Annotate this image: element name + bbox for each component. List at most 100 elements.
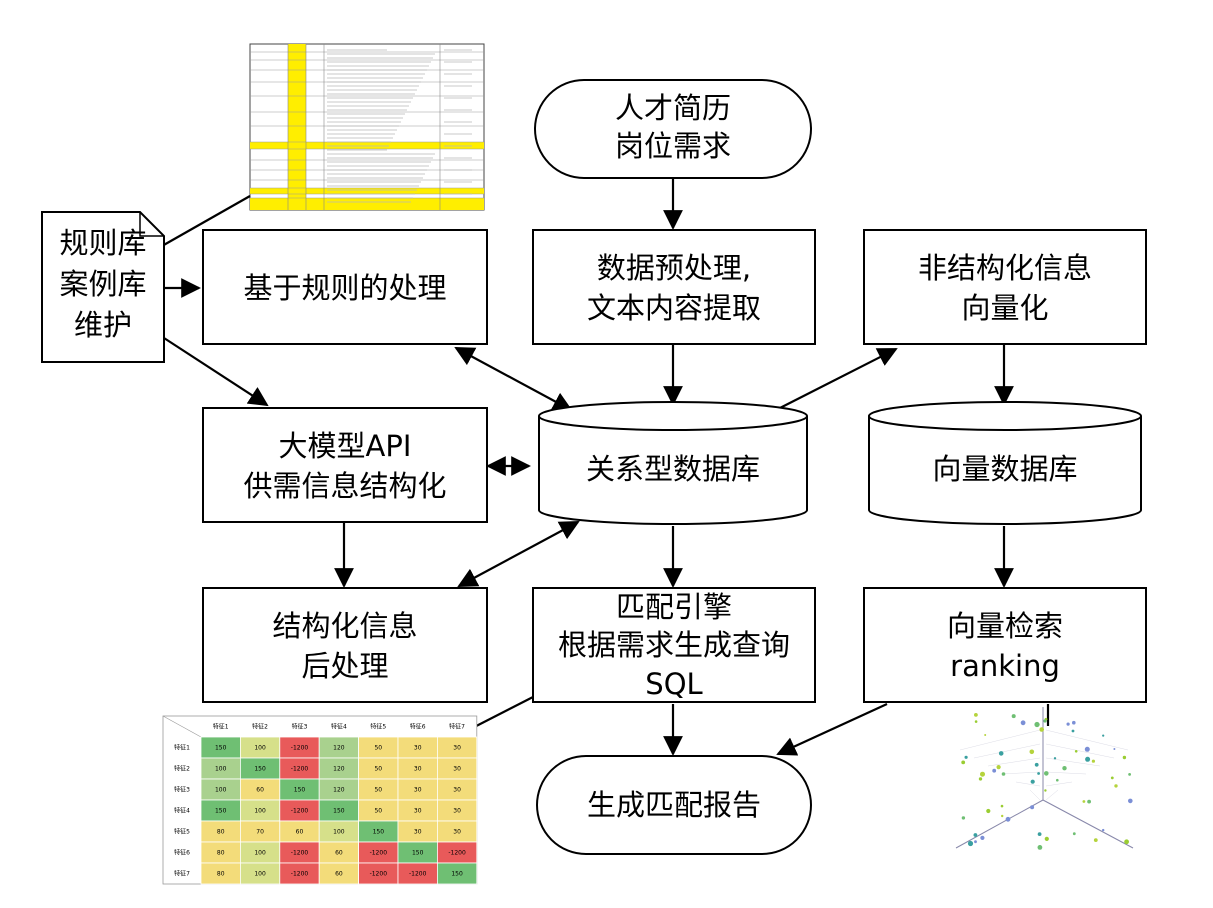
heatmap-cell-value: 150 <box>412 850 424 857</box>
scatter-point <box>1110 776 1114 780</box>
scatter-point <box>1037 845 1043 850</box>
scatter-point <box>1043 719 1047 723</box>
scatter-point <box>1128 798 1133 804</box>
heatmap-col-header: 特征5 <box>370 723 386 731</box>
scatter-point <box>1030 805 1035 810</box>
heatmap-cell-value: -1200 <box>291 850 309 857</box>
matching-engine-box: 匹配引擎 根据需求生成查询 SQL <box>532 587 816 703</box>
scatter-point <box>1011 714 1016 719</box>
rule-based-processing-box: 基于规则的处理 <box>202 229 488 345</box>
scatter-point <box>961 760 966 765</box>
scatter-point <box>1128 773 1131 776</box>
heatmap-cell-value: 80 <box>217 871 225 878</box>
post-processing-box: 结构化信息 后处理 <box>202 587 488 703</box>
heatmap-col-header: 特征4 <box>331 723 347 731</box>
scatter-point <box>1072 720 1076 725</box>
scatter-point <box>1056 778 1059 782</box>
heatmap-col-header: 特征6 <box>410 723 426 731</box>
scatter-point <box>1114 784 1118 788</box>
heatmap-cell-value: 80 <box>217 829 225 836</box>
scatter-point <box>1093 838 1098 842</box>
scatter-point <box>974 840 977 844</box>
heatmap-cell-value: 60 <box>256 787 264 794</box>
match-line-3: SQL <box>645 667 702 701</box>
scatter-point <box>1122 755 1127 760</box>
vector-search-box: 向量检索 ranking <box>863 587 1147 703</box>
heatmap-cell-value: 100 <box>333 829 345 836</box>
heatmap-cell-value: -1200 <box>448 850 466 857</box>
heatmap-cell-value: 30 <box>414 829 422 836</box>
heatmap-cell-value: 150 <box>254 766 266 773</box>
match-line-2: 根据需求生成查询 <box>558 628 790 662</box>
data-preprocessing-box: 数据预处理, 文本内容提取 <box>532 229 816 345</box>
scatter-point <box>1071 729 1075 733</box>
scatter-point <box>980 771 985 777</box>
heatmap-cell-value: 150 <box>451 871 463 878</box>
rule-processing-label: 基于规则的处理 <box>243 271 446 305</box>
scatter-point <box>974 713 978 717</box>
heatmap-cell-value: 100 <box>254 871 266 878</box>
rule-lib-line-2: 案例库 <box>59 267 146 301</box>
heatmap-cell-value: 30 <box>414 745 422 752</box>
heatmap-col-header: 特征1 <box>213 723 229 731</box>
scatter-point <box>1037 772 1040 775</box>
vector-db-label: 向量数据库 <box>932 452 1077 486</box>
connectors <box>161 178 1050 756</box>
scatter-point <box>1039 727 1044 732</box>
scatter-point <box>1044 836 1049 842</box>
scatter-point <box>967 840 974 847</box>
scatter-point <box>1053 757 1057 760</box>
heatmap-col-header: 特征7 <box>449 723 465 731</box>
match-report-terminal: 生成匹配报告 <box>536 755 812 855</box>
scatter-point <box>984 734 987 736</box>
heatmap-cell-value: 30 <box>414 766 422 773</box>
scatter-point <box>1044 771 1049 776</box>
llm-api-box: 大模型API 供需信息结构化 <box>202 407 488 523</box>
vector-search-line-2: ranking <box>950 649 1060 683</box>
scatter-point <box>961 816 966 820</box>
scatter-point <box>1066 722 1070 726</box>
heatmap-cell-value: -1200 <box>291 745 309 752</box>
heatmap-cell-value: -1200 <box>291 871 309 878</box>
report-label: 生成匹配报告 <box>587 788 761 822</box>
heatmap-cell-value: 100 <box>215 787 227 794</box>
scatter-point <box>998 751 1004 756</box>
heatmap-cell-value: 50 <box>374 808 382 815</box>
heatmap-cell-value: 150 <box>294 787 306 794</box>
resume-requirement-terminal: 人才简历 岗位需求 <box>534 79 812 179</box>
scatter-point <box>973 833 978 837</box>
heatmap-cell-value: 120 <box>333 745 345 752</box>
preprocess-line-2: 文本内容提取 <box>587 291 761 325</box>
heatmap-row-header: 特征4 <box>174 807 190 815</box>
scatter-point <box>1034 762 1039 767</box>
heatmap-cell <box>436 862 478 885</box>
scatter-point <box>986 808 991 814</box>
heatmap-cell-value: -1200 <box>291 766 309 773</box>
heatmap-cell-value: 100 <box>215 766 227 773</box>
scatter-point <box>996 765 1001 770</box>
scatter-point <box>1034 721 1040 728</box>
heatmap-cell-value: -1200 <box>370 871 388 878</box>
scatter-point <box>1020 720 1026 726</box>
heatmap-cell-value: -1200 <box>370 850 388 857</box>
post-line-2: 后处理 <box>301 649 388 683</box>
heatmap-cell-value: 150 <box>215 745 227 752</box>
heatmap-row-header: 特征5 <box>174 828 190 836</box>
relational-db-label: 关系型数据库 <box>586 452 760 486</box>
scatter-point <box>1084 746 1090 752</box>
scatter-point <box>964 755 968 759</box>
heatmap-cell-value: -1200 <box>409 871 427 878</box>
scatter-point <box>978 777 983 781</box>
heatmap-cell-value: 150 <box>215 808 227 815</box>
heatmap-cell-value: 30 <box>414 808 422 815</box>
scatter-point <box>1085 756 1091 762</box>
scatter-point <box>1062 766 1067 771</box>
heatmap-col-header: 特征2 <box>252 723 268 731</box>
scatter-point <box>1001 772 1006 776</box>
preprocess-line-1: 数据预处理, <box>597 251 751 285</box>
scatter-point <box>1001 814 1004 818</box>
scatter-point <box>1030 779 1035 784</box>
heatmap-cell-value: 50 <box>374 745 382 752</box>
